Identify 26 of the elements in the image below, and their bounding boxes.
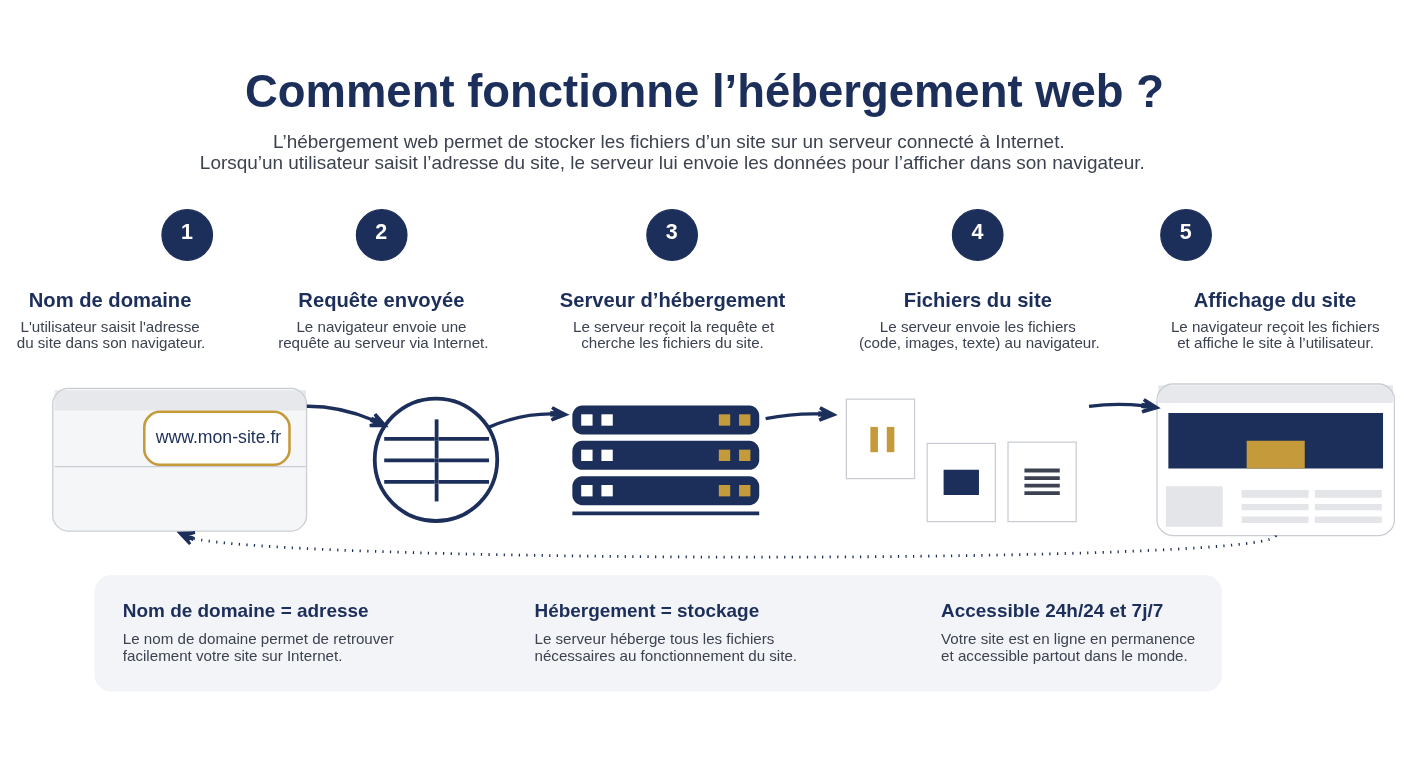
node-label: Fichiers du site <box>903 288 1052 311</box>
arrow <box>1088 397 1159 414</box>
node-label: L'utilisateur saisit l'adresse du site dans son navigateur. <box>16 317 206 352</box>
node-label: Le navigateur envoie une requête au serveur via Internet. <box>278 317 489 352</box>
arrow <box>306 404 387 428</box>
node-text: Nom de domaine = adresse Le nom de domaine permet de retrouver facilement votre site sur Internet. <box>122 599 394 664</box>
arrow <box>178 531 1277 559</box>
node-circle: 5 <box>1160 209 1212 261</box>
node-label: Le navigateur reçoit les fichiers et affiche le site à l’utilisateur. <box>1170 317 1380 352</box>
node-circle: 4 <box>951 209 1004 261</box>
node-circle: 1 <box>161 209 214 261</box>
node-picture <box>372 396 500 523</box>
node-label: Serveur d’hébergement <box>559 288 786 311</box>
node-label: Le serveur reçoit la requête et cherche les fichiers du site. <box>572 317 775 352</box>
node-text: Hébergement = stockage Le serveur héberge tous les fichiers nécessaires au fonctionnement du site. <box>534 599 798 664</box>
arrow <box>765 406 836 422</box>
node-label: Nom de domaine <box>28 288 192 311</box>
node-text: Accessible 24h/24 et 7j/7 Votre site est en ligne en permanence et accessible partout dans le monde. <box>941 599 1196 664</box>
node-circle: 2 <box>355 209 408 261</box>
arrow <box>487 405 568 429</box>
label: L’hébergement web permet de stocker les fichiers d’un site sur un serveur connecté à Internet. Lorsqu’un utilisateur saisit l’adresse du site, le serveur lui envoie les données pour l’afficher dans son navigateur. <box>199 130 1145 174</box>
node-circle: 3 <box>646 209 698 261</box>
node-label: Le serveur envoie les fichiers (code, images, texte) au navigateur. <box>859 317 1100 352</box>
node-label: Requête envoyée <box>298 288 465 311</box>
diagram-title: Comment fonctionne l’hébergement web ? <box>244 66 1164 118</box>
node-label: Affichage du site <box>1193 288 1357 311</box>
